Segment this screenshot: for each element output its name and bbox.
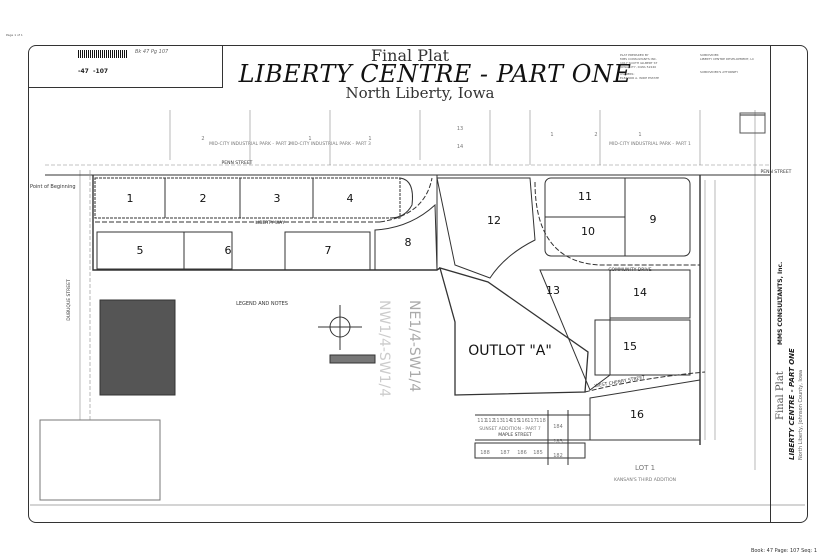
quarter-label-nw: NW1/4-SW1/4 [376,300,392,397]
lot-12: 12 [487,214,501,227]
lot-7: 7 [325,244,332,257]
lot-1: 1 [127,192,134,205]
adjacent-mid-city-1: MID-CITY INDUSTRIAL PARK - PART 1 [609,141,691,147]
adjacent-lot: 1 [550,132,553,138]
adjacent-lot-1: LOT 1 [635,464,655,472]
adjacent-mid-city-2: MID-CITY INDUSTRIAL PARK - PART 2 [209,141,291,147]
title-block-location: North Liberty, Johnson County, Iowa [798,369,804,460]
adjacent-sunset-addition: SUNSET ADDITION - PART 7 [479,426,541,432]
adjacent-lot: 183 [553,439,563,445]
title-location: North Liberty, Iowa [345,84,495,102]
lot-14: 14 [633,286,647,299]
lot-13: 13 [546,284,560,297]
adjacent-lot: 112 [485,418,495,424]
street-penn-east: PENN STREET [761,169,792,175]
adjacent-lot: 184 [553,424,563,430]
handwritten-note: Bk 47 Pg 107 [135,49,169,55]
street-community-drive: COMMUNITY DRIVE [608,267,651,273]
lot-10: 10 [581,225,595,238]
adjacent-mid-city-3: MID-CITY INDUSTRIAL PARK - PART 3 [289,141,371,147]
street-liberty-way: LIBERTY WAY [255,220,284,226]
adjacent-lot: 111 [477,418,487,424]
barcode [78,50,128,58]
street-west-cherry: WEST CHERRY STREET [594,375,646,390]
lot-4: 4 [347,192,354,205]
lot-3: 3 [274,192,281,205]
adjacent-lot: 118 [536,418,546,424]
lot-9: 9 [650,213,657,226]
lot-2: 2 [200,192,207,205]
adjacent-lot: 114 [502,418,512,424]
street-dubuque: DUBUQUE STREET [66,279,72,321]
adjacent-lot: 186 [517,450,527,456]
adjacent-lot: 116 [518,418,528,424]
outlot-a: OUTLOT "A" [468,343,552,359]
street-maple: MAPLE STREET [498,432,532,438]
adjacent-lot: 2 [594,132,597,138]
street-penn: PENN STREET [222,160,253,166]
title-block-sheet-title: Final Plat [775,371,786,420]
adjacent-lot: 1 [638,132,641,138]
lot-11: 11 [578,190,592,203]
adjacent-lot: 115 [510,418,520,424]
title-final-plat: Final Plat [370,46,450,65]
plat-sheet [28,45,808,523]
page-label: Page 1 of 1 [6,33,23,37]
adjacent-lot: 182 [553,453,563,459]
adjacent-lot: 185 [533,450,543,456]
title-block-strip [770,45,809,523]
adjacent-lot: 188 [480,450,490,456]
lot-15: 15 [623,340,637,353]
lot-5: 5 [137,244,144,257]
adjacent-lot: 1 [308,136,311,142]
adjacent-kansans: KANSAN'S THIRD ADDITION [614,477,676,483]
legend-title: LEGEND AND NOTES [236,301,288,307]
adjacent-lot: 187 [500,450,510,456]
adjacent-lot: 1 [368,136,371,142]
point-of-beginning: Point of Beginning [30,184,76,190]
title-block-project: LIBERTY CENTRE - PART ONE [788,348,796,460]
adjacent-lot: 14 [457,144,463,150]
adjacent-lot: 13 [457,126,463,132]
title-project: LIBERTY CENTRE - PART ONE [238,60,632,88]
recording-book-page: -47 -107 [78,68,109,75]
footer-book-page: Book: 47 Page: 107 Seq: 1 [750,548,817,554]
lot-16: 16 [630,408,644,421]
recording-stamp-box [28,45,223,88]
lot-6: 6 [225,244,232,257]
adjacent-lot: 117 [527,418,537,424]
adjacent-lot: 113 [493,418,503,424]
lot-8: 8 [405,236,412,249]
adjacent-lot: 2 [201,136,204,142]
firm-name: MMS CONSULTANTS, Inc. [777,261,784,345]
quarter-label-ne: NE1/4-SW1/4 [406,300,422,392]
